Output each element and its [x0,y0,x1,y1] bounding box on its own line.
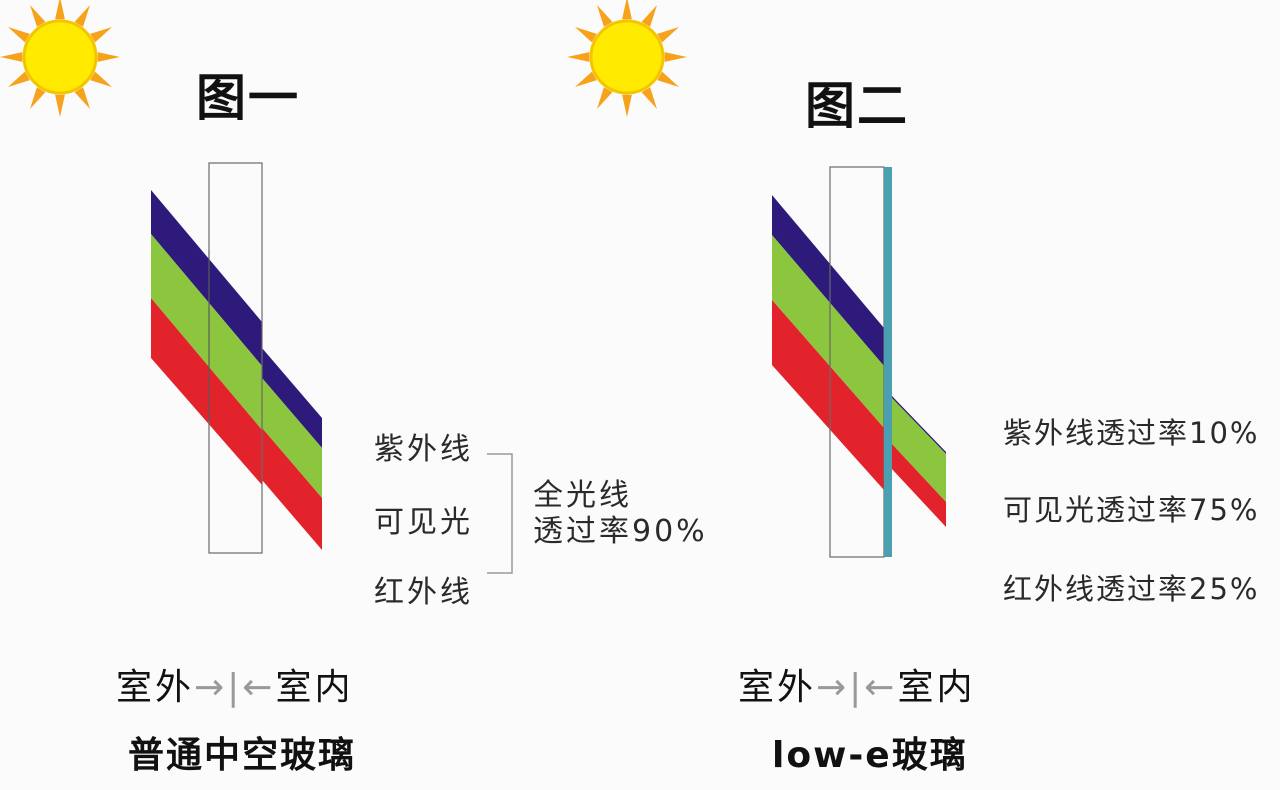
figure1-light-bands [151,190,322,550]
sun-ray [97,52,120,62]
fig2-outdoor-label: 室外 [738,667,817,708]
sun-ray [657,71,679,87]
figure2-light-bands [772,195,946,527]
sun-ray [90,27,112,43]
fig1-visible-band-inside [262,378,322,498]
fig1-outdoor-label: 室外 [116,667,195,708]
sun-icon [0,0,120,117]
fig1-infrared-band-outside [151,298,262,485]
sun-ray [597,87,613,109]
fig2-side-indicator: 室外→|←室内 [738,658,976,710]
sun-ray [597,5,613,27]
fig2-ultraviolet-band-outside [772,195,884,366]
sun-ray [90,71,112,87]
fig1-caption: 普通中空玻璃 [128,735,357,776]
fig2-infrared-band-inside [891,443,946,527]
fig2-infrared-band-outside [772,300,884,490]
fig2-visible-band-inside [891,397,946,502]
fig1-indoor-label: 室内 [275,667,354,708]
fig2-visible-band-outside [772,235,884,428]
fig1-bracket [487,453,513,574]
sun-ray [74,5,90,27]
fig1-side-arrows: →|← [194,667,276,708]
sun-ray [30,5,46,27]
sun-ray [74,87,90,109]
sun-ray [30,87,46,109]
fig1-infrared-band-inside [262,428,322,550]
sun-ray [575,27,597,43]
sun-ray [8,27,30,43]
fig2-side-arrows: →|← [816,667,898,708]
sun-icon [567,0,687,117]
fig1-label-ultraviolet: 紫外线 [374,432,473,467]
fig1-label-visible: 可见光 [374,505,473,540]
fig2-label-infrared: 红外线透过率25% [1003,572,1260,606]
fig1-ultraviolet-band-outside [151,190,262,366]
fig1-side-indicator: 室外→|←室内 [116,658,354,710]
sun-core [22,19,98,95]
sun-ray [657,27,679,43]
sun-ray [641,5,657,27]
fig1-total-label-line1: 全光线 [533,478,632,513]
fig2-label-visible: 可见光透过率75% [1003,493,1260,527]
fig1-total-label-line2: 透过率90% [533,514,708,549]
sun-ray [8,71,30,87]
sun-ray [55,0,65,20]
sun-ray [622,94,632,117]
sun-ray [0,52,23,62]
sun-ray [575,71,597,87]
fig2-ultraviolet-band-inside [891,395,946,454]
figure1-title: 图一 [196,69,300,127]
sun-ray [641,87,657,109]
sun-ray [664,52,687,62]
fig2-caption: low-e玻璃 [772,735,968,776]
sun-ray [622,0,632,20]
fig2-indoor-label: 室内 [897,667,976,708]
fig2-lowe-coating [884,167,892,557]
sun-ray [567,52,590,62]
sun-core [589,19,665,95]
fig2-label-ultraviolet: 紫外线透过率10% [1003,416,1260,450]
fig1-ultraviolet-band-inside [262,348,322,448]
fig1-visible-band-outside [151,234,262,430]
figure2-title: 图二 [805,77,909,135]
sun-ray [55,94,65,117]
fig1-label-infrared: 红外线 [374,575,473,610]
